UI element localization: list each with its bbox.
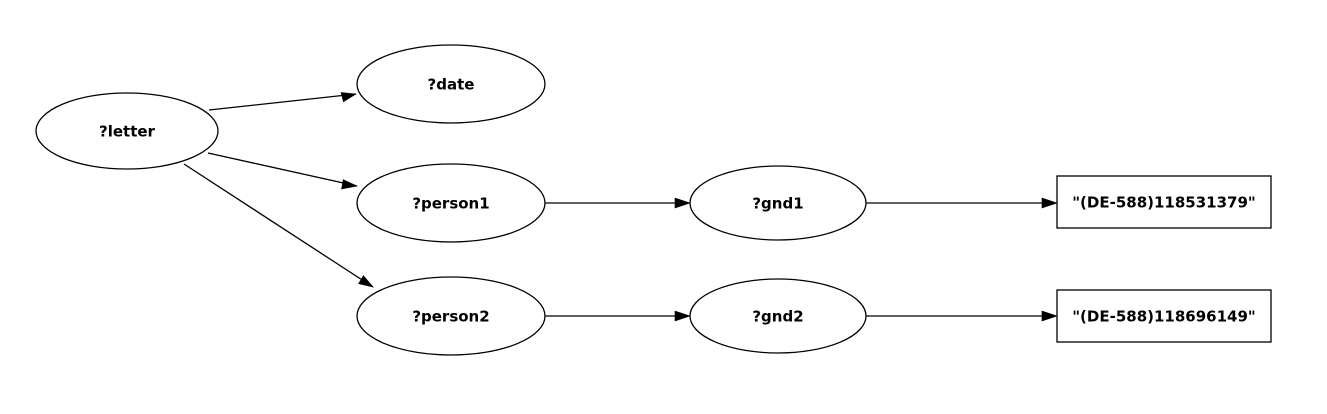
node-literal1[interactable]: "(DE-588)118531379" [1056, 175, 1272, 229]
edge-letter-date [208, 92, 357, 111]
node-person2-label: ?person2 [412, 308, 489, 326]
node-literal1-shape[interactable] [1056, 175, 1272, 229]
node-gnd1[interactable]: ?gnd1 [689, 165, 867, 241]
edge-letter-person2-line [183, 163, 374, 288]
edge-letter-date-line [208, 93, 357, 111]
edge-letter-person2-arrowhead [358, 275, 374, 288]
node-literal2-label: "(DE-588)118696149" [1072, 308, 1256, 326]
node-person2[interactable]: ?person2 [356, 276, 546, 356]
node-gnd2-label: ?gnd2 [752, 308, 803, 326]
edge-gnd1-literal1-arrowhead [1041, 197, 1058, 209]
node-literal2-shape[interactable] [1056, 289, 1272, 343]
node-person1-shape[interactable] [356, 163, 546, 243]
edge-letter-person1 [207, 152, 358, 190]
node-literal1-label: "(DE-588)118531379" [1072, 194, 1256, 212]
node-person2-shape[interactable] [356, 276, 546, 356]
node-person1-label: ?person1 [412, 195, 489, 213]
node-gnd1-label: ?gnd1 [752, 195, 803, 213]
edge-letter-person2 [183, 163, 374, 288]
node-letter-label: ?letter [99, 123, 156, 141]
node-literal2[interactable]: "(DE-588)118696149" [1056, 289, 1272, 343]
edge-letter-date-arrowhead [340, 92, 357, 103]
edge-person2-gnd2-arrowhead [674, 310, 691, 322]
node-gnd1-shape[interactable] [689, 165, 867, 241]
edge-person1-gnd1-arrowhead [674, 197, 691, 209]
node-date-shape[interactable] [356, 44, 546, 124]
node-date[interactable]: ?date [356, 44, 546, 124]
node-date-label: ?date [428, 76, 475, 94]
edge-letter-person1-arrowhead [341, 179, 358, 190]
edge-person1-gnd1 [545, 197, 691, 209]
edge-person2-gnd2 [545, 310, 691, 322]
node-gnd2[interactable]: ?gnd2 [689, 278, 867, 354]
node-letter-shape[interactable] [35, 92, 219, 170]
edge-gnd2-literal2-arrowhead [1041, 310, 1058, 322]
node-gnd2-shape[interactable] [689, 278, 867, 354]
edge-gnd1-literal1 [866, 197, 1058, 209]
edge-letter-person1-line [207, 152, 358, 187]
node-letter[interactable]: ?letter [35, 92, 219, 170]
edge-gnd2-literal2 [866, 310, 1058, 322]
node-person1[interactable]: ?person1 [356, 163, 546, 243]
